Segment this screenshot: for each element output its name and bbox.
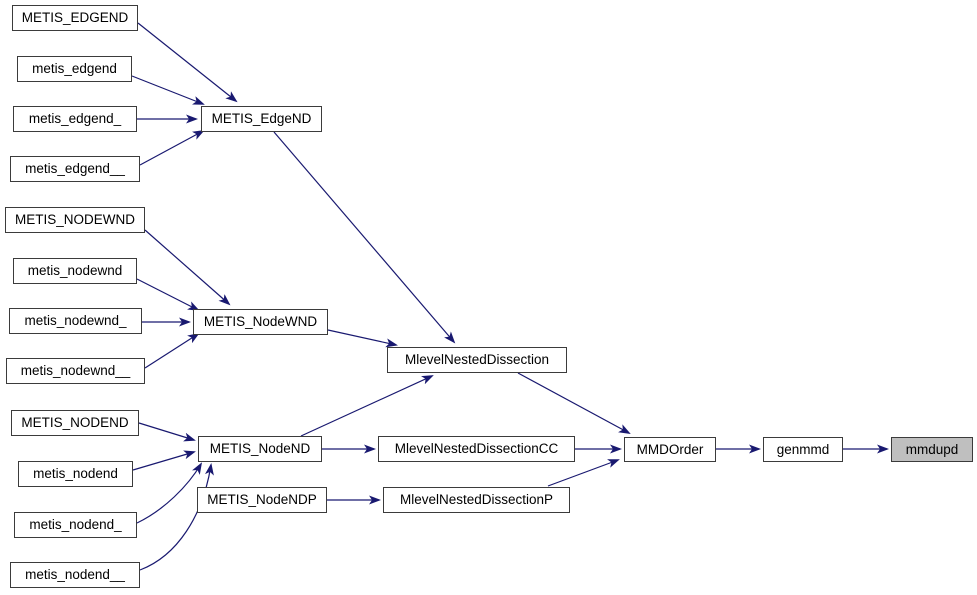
node-metis_nodend__[interactable]: metis_nodend__ bbox=[10, 562, 140, 588]
node-genmmd[interactable]: genmmd bbox=[763, 437, 843, 462]
node-MlevelNestedDissectionCC[interactable]: MlevelNestedDissectionCC bbox=[378, 436, 575, 462]
node-metis_nodend[interactable]: metis_nodend bbox=[18, 461, 133, 487]
node-mmdupd: mmdupd bbox=[891, 437, 973, 462]
node-metis_edgend_[interactable]: metis_edgend_ bbox=[13, 106, 137, 132]
node-metis_nodewnd[interactable]: metis_nodewnd bbox=[13, 258, 137, 284]
node-MlevelNestedDissectionP[interactable]: MlevelNestedDissectionP bbox=[383, 487, 570, 513]
node-MMDOrder[interactable]: MMDOrder bbox=[624, 437, 716, 462]
node-metis_nodewnd_[interactable]: metis_nodewnd_ bbox=[9, 308, 142, 334]
node-METIS_NodeNDP[interactable]: METIS_NodeNDP bbox=[197, 487, 327, 513]
node-metis_nodewnd__[interactable]: metis_nodewnd__ bbox=[6, 358, 145, 384]
node-metis_edgend[interactable]: metis_edgend bbox=[17, 56, 132, 82]
node-METIS_NODEND[interactable]: METIS_NODEND bbox=[11, 410, 139, 436]
node-metis_nodend_[interactable]: metis_nodend_ bbox=[14, 512, 137, 538]
node-MlevelNestedDissection[interactable]: MlevelNestedDissection bbox=[387, 347, 567, 373]
node-METIS_NodeWND[interactable]: METIS_NodeWND bbox=[193, 309, 328, 335]
node-METIS_NodeND[interactable]: METIS_NodeND bbox=[198, 436, 322, 462]
node-METIS_NODEWND[interactable]: METIS_NODEWND bbox=[5, 207, 145, 233]
node-metis_edgend__[interactable]: metis_edgend__ bbox=[10, 156, 140, 182]
node-METIS_EDGEND[interactable]: METIS_EDGEND bbox=[12, 5, 138, 31]
node-METIS_EdgeND[interactable]: METIS_EdgeND bbox=[201, 106, 322, 132]
